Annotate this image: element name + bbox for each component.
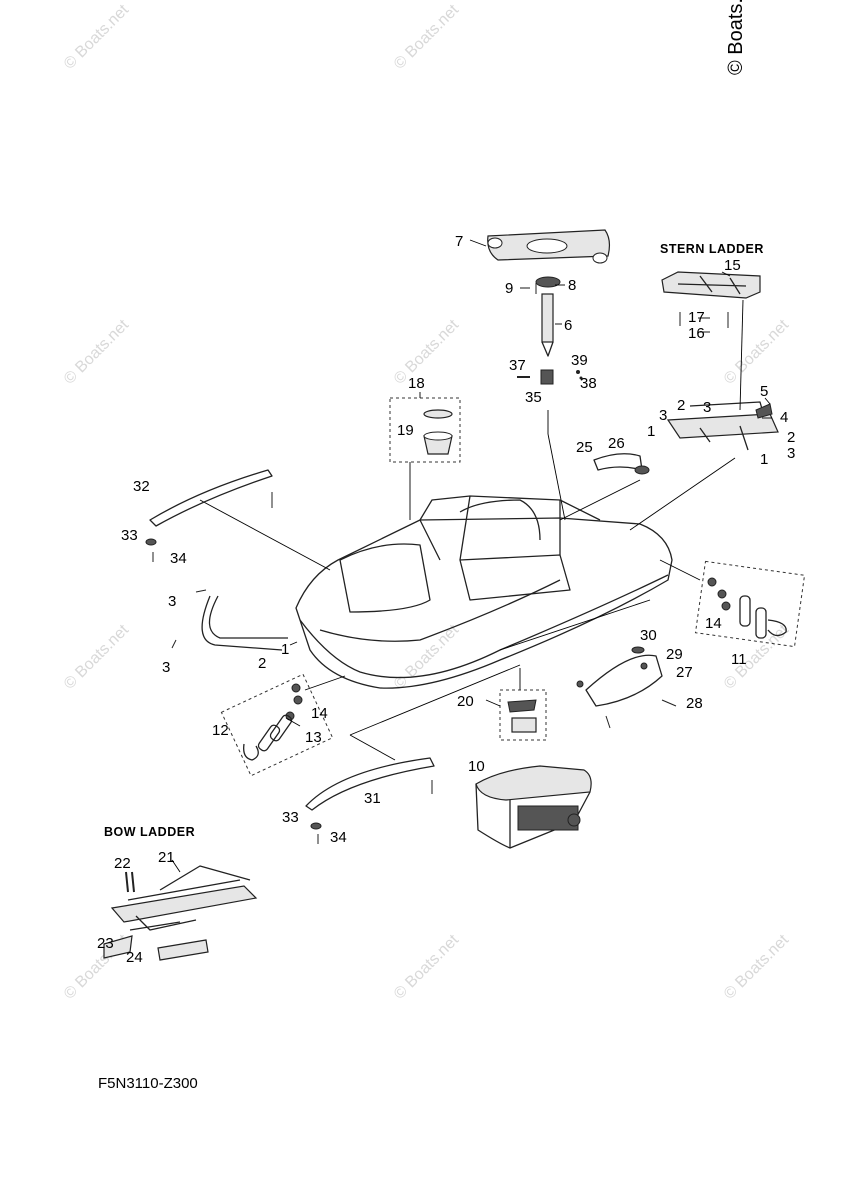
boat-hull [295, 495, 673, 689]
watermark: © Boats.net [61, 316, 133, 388]
watermark: © Boats.net [721, 931, 793, 1003]
callout-1a: 1 [647, 423, 655, 440]
callout-15: 15 [724, 257, 741, 274]
callout-39: 39 [571, 352, 588, 369]
copyright-notice: © Boats.net [725, 0, 747, 75]
watermark: © Boats.net [391, 1, 463, 73]
callout-21: 21 [158, 849, 175, 866]
bow-ladder-title: BOW LADDER [104, 825, 195, 839]
callout-34a: 34 [170, 550, 187, 567]
callout-6: 6 [564, 317, 572, 334]
callout-17: 17 [688, 309, 705, 326]
watermark: © Boats.net [391, 316, 463, 388]
callout-5: 5 [760, 383, 768, 400]
callout-34b: 34 [330, 829, 347, 846]
callout-33a: 33 [121, 527, 138, 544]
cup-holder-box [389, 397, 461, 463]
callout-37: 37 [509, 357, 526, 374]
callout-28: 28 [686, 695, 703, 712]
callout-16: 16 [688, 325, 705, 342]
callout-20: 20 [457, 693, 474, 710]
callout-25: 25 [576, 439, 593, 456]
callout-32: 32 [133, 478, 150, 495]
watermark: © Boats.net [391, 621, 463, 693]
rub-rail-left [171, 589, 288, 651]
callout-33b: 33 [282, 809, 299, 826]
callout-27: 27 [676, 664, 693, 681]
callout-2b: 2 [787, 429, 795, 446]
watermark: © Boats.net [61, 621, 133, 693]
rail-31 [305, 757, 435, 844]
callout-26: 26 [608, 435, 625, 452]
handrail-25 [593, 453, 650, 475]
callout-30: 30 [640, 627, 657, 644]
callout-13: 13 [305, 729, 322, 746]
callout-3c: 3 [787, 445, 795, 462]
bow-ladder [103, 865, 258, 961]
stern-ladder [661, 271, 779, 451]
cleat-right [707, 577, 787, 639]
callout-29: 29 [666, 646, 683, 663]
callout-4: 4 [780, 409, 788, 426]
callout-1c: 1 [281, 641, 289, 658]
callout-18: 18 [408, 375, 425, 392]
callout-24: 24 [126, 949, 143, 966]
callout-3e: 3 [162, 659, 170, 676]
cup-holder [423, 409, 453, 455]
callout-23: 23 [97, 935, 114, 952]
callout-3b: 3 [703, 399, 711, 416]
callout-22: 22 [114, 855, 131, 872]
callout-7: 7 [455, 233, 463, 250]
callout-14b: 14 [311, 705, 328, 722]
callout-10: 10 [468, 758, 485, 775]
stern-ladder-title: STERN LADDER [660, 242, 764, 256]
callout-35: 35 [525, 389, 542, 406]
callout-38: 38 [580, 375, 597, 392]
grab-handle-27 [576, 646, 677, 729]
figure-code: F5N3110-Z300 [98, 1075, 198, 1092]
callout-12: 12 [212, 722, 229, 739]
callout-31: 31 [364, 790, 381, 807]
callout-19: 19 [397, 422, 414, 439]
callout-3a: 3 [659, 407, 667, 424]
cooler-10 [475, 765, 592, 849]
callout-14a: 14 [705, 615, 722, 632]
callout-9: 9 [505, 280, 513, 297]
callout-2c: 2 [258, 655, 266, 672]
watermark: © Boats.net [721, 316, 793, 388]
watermark: © Boats.net [391, 931, 463, 1003]
cleat-box-left [220, 673, 334, 777]
callout-2a: 2 [677, 397, 685, 414]
table-assembly [487, 229, 611, 385]
rail-32 [145, 469, 273, 562]
callout-3d: 3 [168, 593, 176, 610]
callout-1b: 1 [760, 451, 768, 468]
callout-8: 8 [568, 277, 576, 294]
cleat-left [243, 683, 303, 761]
callout-11: 11 [731, 651, 747, 668]
pop-up-cleat-20 [507, 699, 537, 733]
cleat-box-right [694, 560, 806, 648]
watermark: © Boats.net [61, 1, 133, 73]
